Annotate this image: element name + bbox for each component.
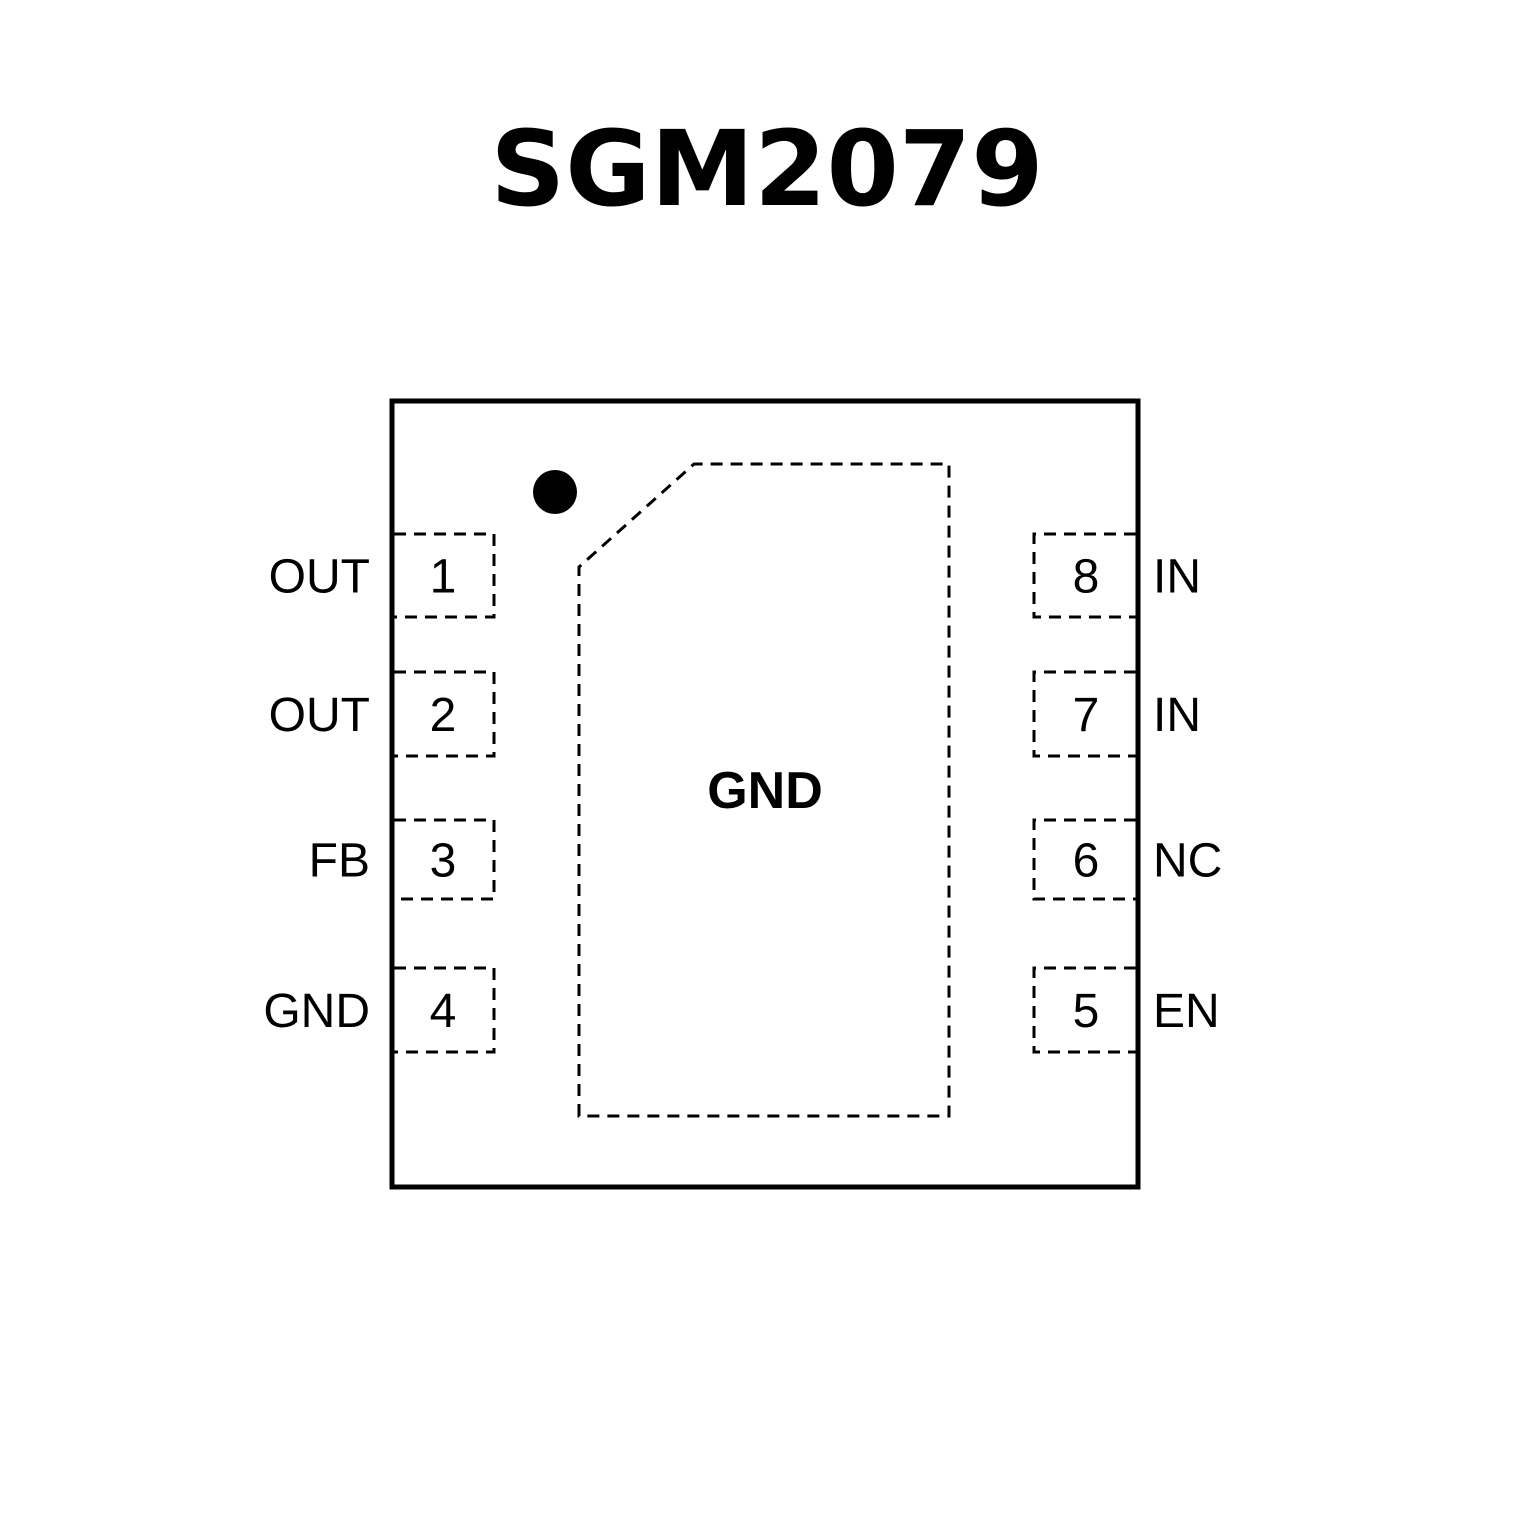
pin-pad [1032,670,1136,758]
pin-3: 3 FB [309,818,496,901]
pin-pad [1032,818,1136,901]
pin-5: 5 EN [1032,966,1220,1054]
pin-1: 1 OUT [269,532,496,619]
pin-4: 4 GND [263,966,496,1054]
pin-name: IN [1153,551,1201,604]
exposed-pad [577,462,951,1118]
pin1-marker-icon [533,470,577,514]
pin-pad [394,966,496,1054]
pin-8: 8 IN [1032,532,1201,619]
pin-number: 5 [1073,985,1100,1038]
pin-pad [394,818,496,901]
pin-pad [394,670,496,758]
pin-number: 2 [430,689,457,742]
pin-2: 2 OUT [269,670,496,758]
pin-number: 8 [1073,551,1100,604]
pin-number: 4 [430,985,457,1038]
pin-name: FB [309,835,370,888]
pin-number: 1 [430,551,457,604]
pin-pad [1032,532,1136,619]
exposed-pad-label: GND [707,762,823,820]
pin-6: 6 NC [1032,818,1222,901]
pin-name: NC [1153,835,1222,888]
chip-title: SGM2079 [490,108,1043,230]
pin-name: EN [1153,985,1220,1038]
pin-pad [394,532,496,619]
pin-number: 3 [430,835,457,888]
pin-number: 7 [1073,689,1100,742]
pin-name: GND [263,985,370,1038]
pin-name: OUT [269,551,370,604]
pin-name: IN [1153,689,1201,742]
pin-name: OUT [269,689,370,742]
pin-pad [1032,966,1136,1054]
pin-7: 7 IN [1032,670,1201,758]
package-body [389,398,1141,1190]
pin-number: 6 [1073,835,1100,888]
